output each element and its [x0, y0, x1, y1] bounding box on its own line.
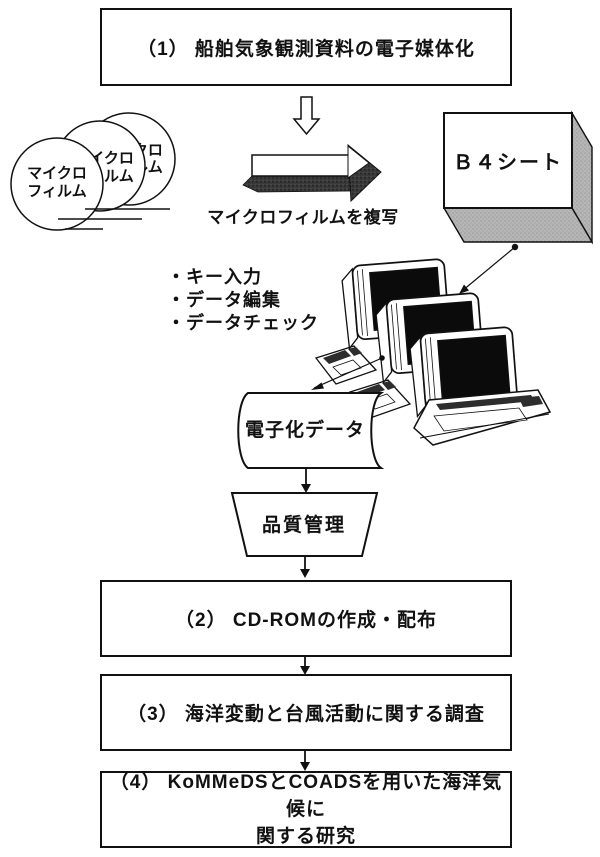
copy-step-label: マイクロフィルムを複写 — [207, 207, 399, 227]
quality-trapezoid — [230, 492, 379, 557]
flow-arrow-qc-to-step2 — [300, 556, 310, 578]
step3-label: （3） 海洋変動と台風活動に関する調査 — [127, 704, 485, 725]
digitized-data-label: 電子化データ — [244, 419, 365, 441]
computer-terminals — [315, 257, 552, 446]
b4-sheet-box — [442, 110, 594, 245]
quality-label: 品質管理 — [261, 514, 346, 536]
microfilm-reel-front — [10, 137, 104, 231]
task-item-data-check: ・データチェック — [167, 313, 319, 333]
task-list: ・キー入力 ・データ編集 ・データチェック — [167, 266, 319, 335]
flow-arrow-data-to-qc — [301, 468, 311, 493]
b4-sheet-label: Ｂ４シート — [453, 151, 563, 174]
down-block-arrow-icon — [292, 96, 321, 136]
step2-label: （2） CD-ROMの作成・配布 — [175, 610, 437, 631]
step4-box: （4） KoMMeDSとCOADSを用いた海洋気候に 関する研究 — [100, 771, 512, 848]
step4-label-line1: （4） KoMMeDSとCOADSを用いた海洋気候に — [109, 772, 503, 820]
b4-to-computers-arrow — [459, 243, 519, 294]
step1-label: （1） 船舶気象観測資料の電子媒体化 — [137, 38, 475, 60]
task-item-data-edit: ・データ編集 — [167, 290, 281, 310]
microfilm-reel-front-label-2: フィルム — [27, 183, 86, 200]
flow-arrow-step2-to-step3 — [300, 655, 310, 675]
flow-arrow-step3-to-step4 — [300, 749, 310, 771]
reel-shadow-lines — [58, 208, 170, 230]
computers-to-data-arrow — [311, 355, 385, 390]
keyboard — [413, 389, 552, 446]
microfilm-reel-front-label-1: マイクロ — [27, 165, 87, 182]
step3-box: （3） 海洋変動と台風活動に関する調査 — [100, 674, 512, 751]
microfilm-reels: マイクロ フィルム マイクロ フィルム マイクロ フィルム — [10, 112, 176, 231]
step1-box: （1） 船舶気象観測資料の電子媒体化 — [100, 8, 512, 86]
copy-3d-arrow-icon — [242, 143, 382, 203]
task-item-key-entry: ・キー入力 — [167, 267, 262, 287]
digitized-data-cylinder — [237, 392, 385, 469]
step4-label-line2: 関する研究 — [255, 826, 356, 847]
step2-box: （2） CD-ROMの作成・配布 — [100, 580, 512, 657]
